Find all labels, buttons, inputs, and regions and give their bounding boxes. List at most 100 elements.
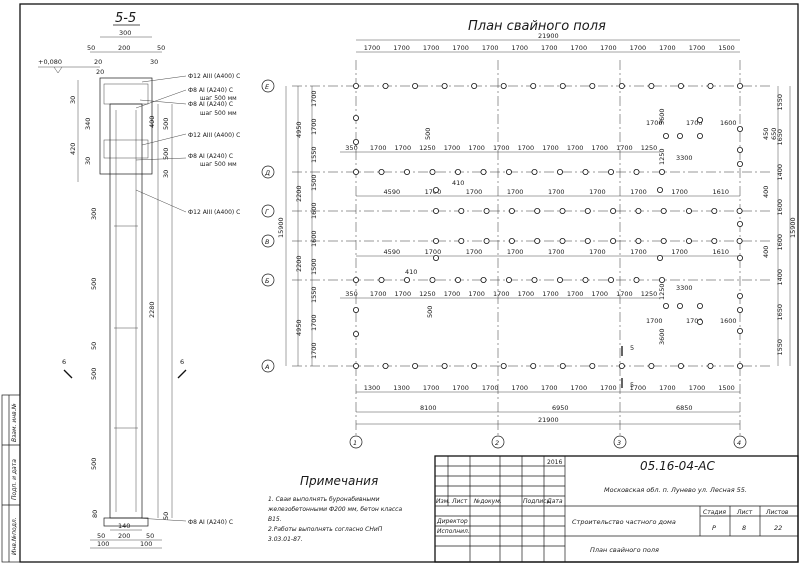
sec-vdim-500e: 500 bbox=[162, 148, 170, 160]
misc-410-bot: 410 bbox=[405, 268, 417, 276]
stamp-hdr-sheet: Лист bbox=[736, 509, 753, 516]
pile-2 bbox=[412, 83, 419, 90]
pile-61 bbox=[610, 207, 617, 214]
top-dim-10: 1700 bbox=[659, 44, 676, 52]
right-chain-dim-7: 1550 bbox=[776, 339, 784, 356]
left-sub-dim-3: 1500 bbox=[310, 174, 318, 191]
misc-1700-b: 1700 bbox=[686, 119, 703, 127]
pile-93 bbox=[697, 132, 704, 139]
pile-30 bbox=[403, 168, 410, 175]
pile-88 bbox=[737, 254, 744, 261]
g-row-dim-4: 1700 bbox=[548, 188, 565, 196]
pile-60 bbox=[584, 207, 591, 214]
col-axis-2: 2 bbox=[495, 439, 499, 447]
right-chain-dim-4: 1600 bbox=[776, 234, 784, 251]
bottom-dim-11: 1700 bbox=[689, 384, 706, 392]
section-title: 5-5 bbox=[115, 11, 136, 26]
pile-18 bbox=[471, 362, 478, 369]
b-row-dim-5: 1700 bbox=[468, 290, 485, 298]
pile-55 bbox=[458, 207, 465, 214]
grid-axes bbox=[292, 60, 770, 436]
pile-46 bbox=[480, 276, 487, 283]
pile-102 bbox=[432, 254, 439, 261]
stamp-role-executor: Исполнил. bbox=[437, 528, 470, 535]
v-row-dim-8: 1610 bbox=[712, 248, 729, 256]
side-label-replace: Взам. инв.№ bbox=[11, 403, 18, 442]
pile-79 bbox=[736, 237, 743, 244]
b-row-dim-10: 1700 bbox=[591, 290, 608, 298]
misc-1600-a: 1600 bbox=[720, 119, 737, 127]
pile-52 bbox=[633, 276, 640, 283]
pile-9 bbox=[618, 83, 625, 90]
pile-25 bbox=[677, 362, 684, 369]
v-row-dim-0: 4590 bbox=[384, 248, 401, 256]
b-row-dim-2: 1700 bbox=[395, 290, 412, 298]
sec-vdim-300: 300 bbox=[90, 208, 98, 220]
rebar-label-1: Ф12 AIII (A400) C bbox=[188, 73, 240, 80]
sec-vdim-500c: 500 bbox=[90, 368, 98, 380]
axis-dim-8100: 8100 bbox=[420, 404, 437, 412]
right-chain-dim-5: 1400 bbox=[776, 269, 784, 286]
sec-vdim-30a: 30 bbox=[69, 96, 77, 104]
pile-70 bbox=[508, 237, 515, 244]
stamp-year: 2016 bbox=[547, 459, 562, 466]
bottom-dim-1: 1300 bbox=[393, 384, 410, 392]
pile-50 bbox=[582, 276, 589, 283]
pile-86 bbox=[737, 160, 744, 167]
pile-95 bbox=[697, 318, 704, 325]
col-axis-4: 4 bbox=[737, 439, 741, 447]
bottom-dim-9: 1700 bbox=[630, 384, 647, 392]
b-row-dim-11: 1700 bbox=[616, 290, 633, 298]
b-row-dim-7: 1700 bbox=[518, 290, 535, 298]
pile-34 bbox=[505, 168, 512, 175]
sec-dim-140: 140 bbox=[118, 522, 130, 530]
bottom-dim-10: 1700 bbox=[659, 384, 676, 392]
pile-28 bbox=[352, 168, 359, 175]
pile-58 bbox=[534, 207, 541, 214]
sec-dim-20a: 20 bbox=[94, 58, 102, 66]
plan-title: План свайного поля bbox=[468, 19, 606, 34]
bottom-dim-4: 1700 bbox=[482, 384, 499, 392]
left-sub-dim-1: 1700 bbox=[310, 118, 318, 135]
notes-block: Примечания 1. Сваи выполнять буронабивны… bbox=[267, 474, 402, 543]
stamp-code: 05.16-04-АС bbox=[640, 459, 715, 473]
bottom-dim-5: 1700 bbox=[511, 384, 528, 392]
col-axis-markers: 1 2 3 4 bbox=[349, 435, 747, 449]
stamp-stage: Р bbox=[712, 524, 716, 532]
pile-24 bbox=[648, 362, 655, 369]
sec-dim-300: 300 bbox=[119, 29, 131, 37]
sec-dim-20b: 20 bbox=[96, 68, 104, 76]
pile-points bbox=[352, 83, 744, 369]
misc-500-bot: 500 bbox=[426, 306, 434, 318]
pile-4 bbox=[471, 83, 478, 90]
pile-20 bbox=[530, 362, 537, 369]
pile-99 bbox=[677, 302, 684, 309]
top-dim-3: 1700 bbox=[452, 44, 469, 52]
left-sub-dim-7: 1550 bbox=[310, 286, 318, 303]
row-axis-g: Г bbox=[265, 208, 270, 216]
v-row-dim-6: 1700 bbox=[630, 248, 647, 256]
misc-3300-top: 3300 bbox=[676, 154, 693, 162]
pile-21 bbox=[559, 362, 566, 369]
g-row-dim-2: 1700 bbox=[466, 188, 483, 196]
right-small-400a: 400 bbox=[762, 186, 770, 198]
b-row-dim-0: 350 bbox=[345, 290, 357, 298]
stamp-hdr-sheets: Листов bbox=[765, 509, 789, 516]
bottom-dim-0: 1300 bbox=[364, 384, 381, 392]
row-axis-a: А bbox=[264, 363, 269, 371]
bottom-dim-7: 1700 bbox=[571, 384, 588, 392]
pile-13 bbox=[737, 83, 744, 90]
sec-dim-50e: 50 bbox=[97, 532, 105, 540]
misc-3300-bot: 3300 bbox=[676, 284, 693, 292]
sec-dim-200: 200 bbox=[118, 44, 130, 52]
sec-dim-100a: 100 bbox=[97, 540, 109, 548]
pile-103 bbox=[657, 254, 664, 261]
sec-vdim-50d: 50 bbox=[162, 512, 170, 520]
rebar-label-6: Ф12 AIII (A400) C bbox=[188, 209, 240, 216]
sec-vdim-500d: 500 bbox=[90, 458, 98, 470]
